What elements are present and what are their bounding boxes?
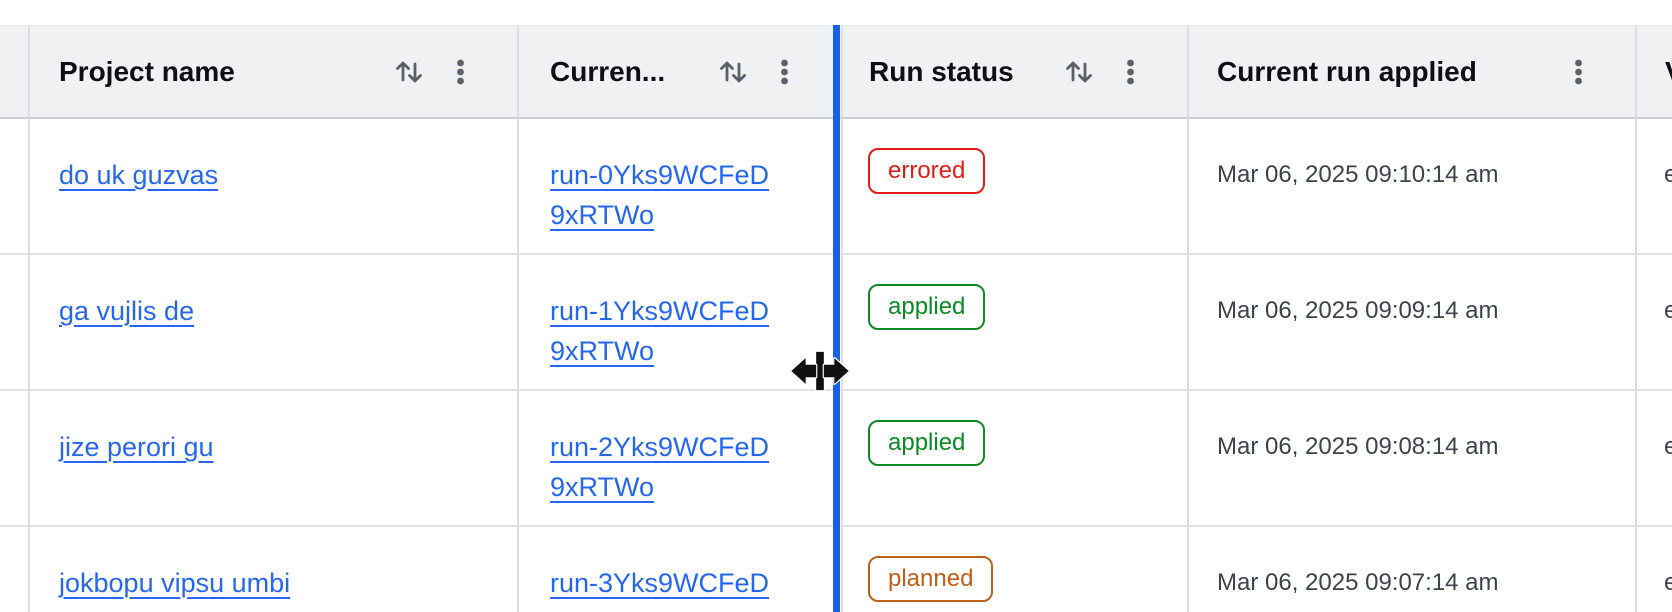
project-link[interactable]: jize perori gu — [59, 432, 214, 462]
header-spacer-cell — [0, 25, 28, 119]
clipped-cell: e — [1635, 119, 1672, 255]
kebab-menu-icon — [457, 59, 464, 84]
status-badge: errored — [868, 148, 986, 194]
sort-button[interactable] — [1064, 56, 1094, 88]
run-link[interactable]: run-2Yks9WCFeD9xRTWo — [550, 432, 770, 502]
column-label: Project name — [59, 55, 235, 87]
sort-arrows-icon — [1066, 61, 1092, 82]
column-label: Current run applied — [1217, 55, 1477, 87]
clipped-cell: e — [1635, 527, 1672, 612]
column-label: V — [1665, 56, 1672, 88]
column-resize-indicator[interactable] — [833, 25, 840, 612]
clipped-value: e — [1664, 569, 1672, 596]
status-badge: planned — [868, 556, 994, 602]
column-header-current-run: Curren... — [517, 25, 841, 119]
current-run-cell: run-3Yks9WCFeD9xRTWo — [517, 527, 841, 612]
clipped-cell: e — [1635, 255, 1672, 391]
project-name-cell: do uk guzvas — [28, 119, 517, 255]
run-status-cell: applied — [841, 391, 1187, 527]
project-name-cell: jokbopu vipsu umbi — [28, 527, 517, 612]
clipped-value: e — [1664, 433, 1672, 460]
timestamp: Mar 06, 2025 09:07:14 am — [1217, 569, 1499, 596]
column-menu-button[interactable] — [456, 58, 465, 86]
row-spacer-cell — [0, 391, 28, 527]
advanced-table: Project name Curren... Run status — [0, 25, 1672, 612]
sort-arrows-icon — [396, 61, 422, 82]
column-header-current-run-applied: Current run applied — [1187, 25, 1635, 119]
row-spacer-cell — [0, 119, 28, 255]
clipped-cell: e — [1635, 391, 1672, 527]
sort-button[interactable] — [718, 56, 748, 88]
project-link[interactable]: do uk guzvas — [59, 160, 219, 190]
kebab-menu-icon — [781, 59, 788, 84]
timestamp: Mar 06, 2025 09:08:14 am — [1217, 433, 1499, 460]
column-menu-button[interactable] — [780, 58, 789, 86]
column-label: Curren... — [550, 55, 666, 87]
row-spacer-cell — [0, 255, 28, 391]
current-run-cell: run-1Yks9WCFeD9xRTWo — [517, 255, 841, 391]
project-link[interactable]: ga vujlis de — [59, 296, 195, 326]
column-menu-button[interactable] — [1574, 58, 1583, 86]
sort-arrows-icon — [720, 61, 746, 82]
kebab-menu-icon — [1127, 59, 1134, 84]
run-link[interactable]: run-1Yks9WCFeD9xRTWo — [550, 296, 770, 366]
status-badge: applied — [868, 420, 986, 466]
timestamp: Mar 06, 2025 09:09:14 am — [1217, 297, 1499, 324]
current-run-applied-cell: Mar 06, 2025 09:09:14 am — [1187, 255, 1635, 391]
project-link[interactable]: jokbopu vipsu umbi — [59, 568, 291, 598]
run-status-cell: applied — [841, 255, 1187, 391]
current-run-cell: run-0Yks9WCFeD9xRTWo — [517, 119, 841, 255]
column-header-run-status: Run status — [841, 25, 1187, 119]
current-run-applied-cell: Mar 06, 2025 09:08:14 am — [1187, 391, 1635, 527]
column-header-project-name: Project name — [28, 25, 517, 119]
clipped-value: e — [1664, 161, 1672, 188]
kebab-menu-icon — [1575, 59, 1582, 84]
current-run-applied-cell: Mar 06, 2025 09:07:14 am — [1187, 527, 1635, 612]
col-resize-cursor-icon — [790, 350, 850, 392]
project-name-cell: jize perori gu — [28, 391, 517, 527]
run-status-cell: planned — [841, 527, 1187, 612]
clipped-value: e — [1664, 297, 1672, 324]
column-menu-button[interactable] — [1126, 58, 1135, 86]
column-header-clipped: V — [1635, 25, 1672, 119]
run-status-cell: errored — [841, 119, 1187, 255]
project-name-cell: ga vujlis de — [28, 255, 517, 391]
row-spacer-cell — [0, 527, 28, 612]
sort-button[interactable] — [394, 56, 424, 88]
current-run-cell: run-2Yks9WCFeD9xRTWo — [517, 391, 841, 527]
current-run-applied-cell: Mar 06, 2025 09:10:14 am — [1187, 119, 1635, 255]
run-link[interactable]: run-3Yks9WCFeD9xRTWo — [550, 568, 770, 612]
column-label: Run status — [869, 55, 1014, 87]
run-link[interactable]: run-0Yks9WCFeD9xRTWo — [550, 160, 770, 230]
timestamp: Mar 06, 2025 09:10:14 am — [1217, 161, 1499, 188]
status-badge: applied — [868, 284, 986, 330]
